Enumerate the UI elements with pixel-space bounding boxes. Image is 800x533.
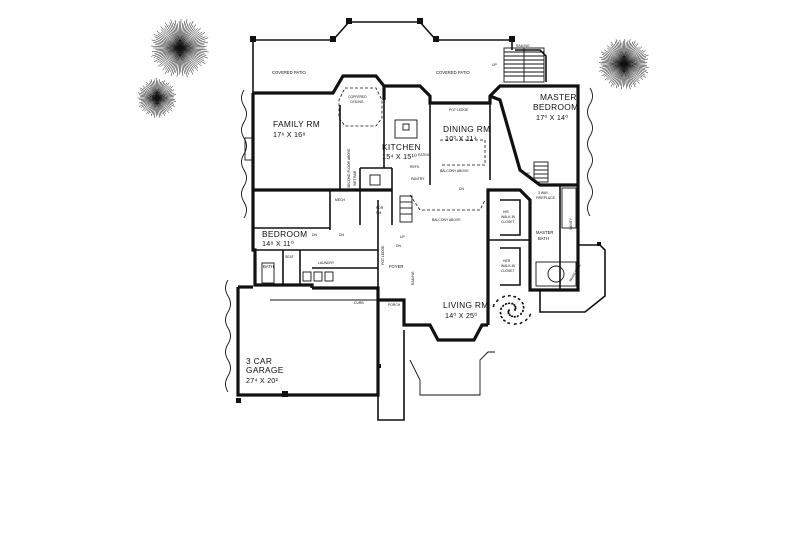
garage-label-1: 3 CAR [246, 356, 272, 366]
his-closet-label-2: WALK-IN [501, 215, 516, 219]
exterior-stair [503, 47, 547, 83]
garage-dim: 27⁴ X 20² [246, 376, 278, 385]
railing-label: RAILING [516, 44, 530, 48]
master-bath-deck [539, 242, 606, 313]
hedge-garage [225, 279, 231, 393]
up-stair-label: UP [492, 63, 497, 67]
dn-label-4: DN [396, 244, 401, 248]
porch-label: PORCH [388, 303, 401, 307]
dining-room-label: DINING RM [443, 124, 490, 134]
kitchen-label: KITCHEN [382, 142, 421, 152]
seat-label: SEAT [285, 255, 294, 259]
pot-ledge-dining-label: POT LEDGE [449, 108, 469, 112]
interior-walls [253, 94, 578, 300]
master-bath-label-1: MASTER [536, 230, 553, 235]
his-closet-label-1: HIS [503, 210, 509, 214]
her-closet-label-3: CLOSET [501, 269, 515, 273]
living-room-dim: 14⁰ X 25⁰ [445, 311, 477, 320]
mech-label: MECH [335, 198, 346, 202]
curb-label: CURB [354, 301, 364, 305]
dn-label-3: DN [459, 187, 464, 191]
covered-patio-right-label: COVERED PATIO [436, 70, 471, 75]
dn-label-2: DN [339, 233, 344, 237]
hedge-right [587, 87, 593, 217]
pantry-label: PANTRY [411, 177, 425, 181]
master-bath-label-2: BATH [538, 236, 549, 241]
laundry-label: LAUNDRY [318, 261, 335, 265]
railing-foyer-label: RAILING [411, 271, 415, 285]
vanity-label: VANITY [569, 217, 573, 230]
family-room-label: FAMILY RM [273, 119, 320, 129]
family-room-dim: 17⁶ X 16⁸ [273, 130, 306, 139]
three-way-label-1: 3 WAY [538, 191, 549, 195]
his-closet-label-3: CLOSET [501, 220, 515, 224]
living-room-label: LIVING RM [443, 300, 489, 310]
covered-patio-left-label: COVERED PATIO [272, 70, 307, 75]
kitchen-dim: 15⁴ X 15¹⁰ [382, 152, 417, 161]
balcony-above-center-label: BALCONY ABOVE [432, 218, 461, 222]
coffered-label-1: COFFERED [348, 95, 367, 99]
up-master-label: UP [525, 172, 530, 176]
balcony-above-dining-label: BALCONY ABOVE [440, 169, 469, 173]
pwdr-rm-label-1: PDR [376, 206, 384, 210]
porch-walk [236, 299, 495, 421]
wet-bar-label: WET BAR [353, 170, 357, 186]
her-closet-label-2: WALK-IN [501, 264, 516, 268]
garage-label-2: GARAGE [246, 365, 284, 375]
covered-patio [250, 18, 515, 93]
dn-label-1: DN [312, 233, 317, 237]
dining-room-dim: 10⁰ X 11⁴ [445, 134, 477, 143]
foyer-label: FOYER [389, 264, 403, 269]
pwdr-rm-label-2: RM [376, 211, 381, 215]
pot-ledge-foyer-label: POT LEDGE [381, 245, 385, 265]
bedroom-label: BEDROOM [262, 229, 307, 239]
eating-label: EATING [418, 153, 431, 157]
bath-label: BATH [263, 264, 274, 269]
master-bedroom-dim: 17⁰ X 14⁰ [536, 113, 568, 122]
second-floor-above-label: SECOND FLOOR ABOVE [347, 148, 351, 188]
fixtures [244, 137, 577, 287]
master-bedroom-label-2: BEDROOM [533, 102, 578, 112]
tree-icon-top-left [151, 19, 209, 78]
refg-label: REFG [410, 165, 420, 169]
master-bedroom-label-1: MASTER [540, 92, 577, 102]
balcony-outlines [338, 87, 486, 211]
whirlpool-label: WHIRLPOOL [568, 263, 582, 283]
shrub-icon [492, 294, 532, 326]
three-way-label-2: FIREPLACE [536, 196, 556, 200]
coffered-label-2: CEILING [350, 100, 364, 104]
up-foyer-label: UP [400, 235, 405, 239]
her-closet-label-1: HER [503, 259, 511, 263]
bedroom-dim: 14⁸ X 11⁰ [262, 239, 294, 248]
tree-icon-top-right [598, 38, 649, 90]
tree-icon-mid-left [137, 77, 177, 118]
hedge-left [241, 89, 247, 219]
exterior-walls [236, 74, 580, 397]
